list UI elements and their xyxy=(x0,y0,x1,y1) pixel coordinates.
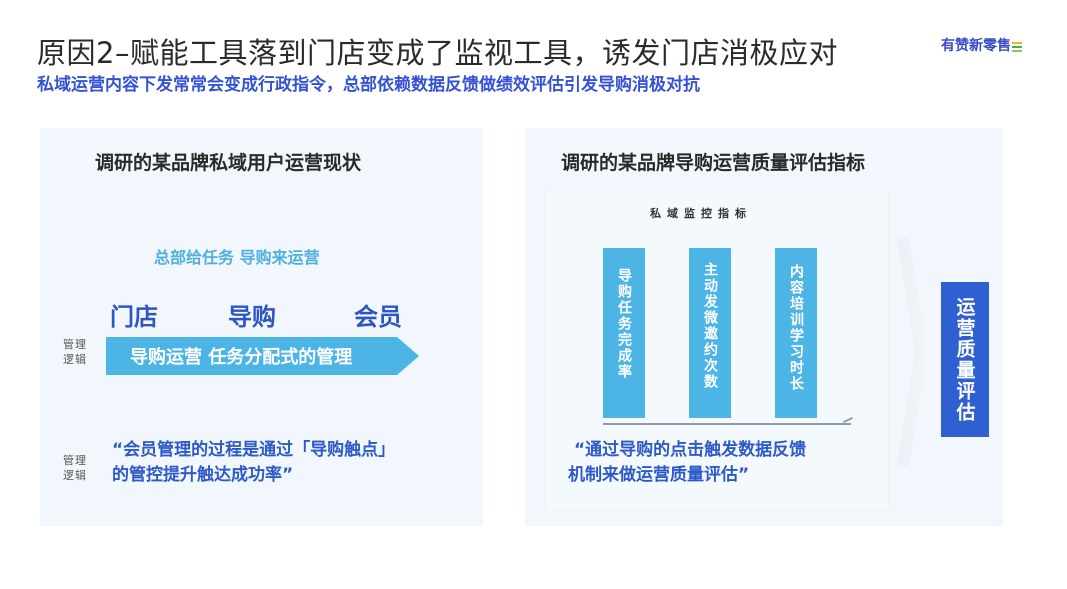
page-subtitle: 私域运营内容下发常常会变成行政指令，总部依赖数据反馈做绩效评估引发导购消极对抗 xyxy=(37,75,700,95)
page-title: 原因2–赋能工具落到门店变成了监视工具，诱发门店消极应对 xyxy=(37,36,838,70)
left-panel-title: 调研的某品牌私域用户运营现状 xyxy=(95,152,362,174)
hq-task-line: 总部给任务 导购来运营 xyxy=(154,248,320,267)
right-quote-line2: 机制来做运营质量评估” xyxy=(568,465,750,485)
left-panel xyxy=(40,128,483,526)
left-quote-line2: 的管控提升触达成功率” xyxy=(112,465,294,485)
right-panel-title: 调研的某品牌导购运营质量评估指标 xyxy=(561,152,866,174)
monitor-label: 私域监控指标 xyxy=(650,207,752,220)
role-store: 门店 xyxy=(110,303,158,331)
quality-evaluation-box: 运营质量评估 xyxy=(941,282,989,437)
management-logic-label: 管理 逻辑 xyxy=(63,338,87,366)
metric-bar-training-time: 内容培训学习时长 xyxy=(775,248,817,418)
quality-evaluation-label: 运营质量评估 xyxy=(953,296,976,423)
metric-label: 导购任务完成率 xyxy=(616,268,632,380)
role-guide: 导购 xyxy=(228,303,276,331)
brand-logo: 有赞新零售 xyxy=(941,35,1022,55)
metric-bar-invite-count: 主动发微邀约次数 xyxy=(689,248,731,418)
brand-lines-icon xyxy=(1012,42,1022,52)
metric-label: 主动发微邀约次数 xyxy=(702,262,718,390)
metric-bar-task-completion: 导购任务完成率 xyxy=(603,248,645,418)
brand-logo-text: 有赞新零售 xyxy=(941,38,1011,54)
axis-line xyxy=(603,423,851,425)
management-arrow: 导购运营 任务分配式的管理 xyxy=(106,337,419,375)
role-member: 会员 xyxy=(354,303,402,331)
right-quote-line1: “通过导购的点击触发数据反馈 xyxy=(574,440,807,460)
management-arrow-text: 导购运营 任务分配式的管理 xyxy=(130,347,353,368)
metric-label: 内容培训学习时长 xyxy=(788,264,804,392)
management-logic-label-2: 管理 逻辑 xyxy=(63,454,87,482)
left-quote-line1: “会员管理的过程是通过「导购触点」 xyxy=(112,440,396,460)
